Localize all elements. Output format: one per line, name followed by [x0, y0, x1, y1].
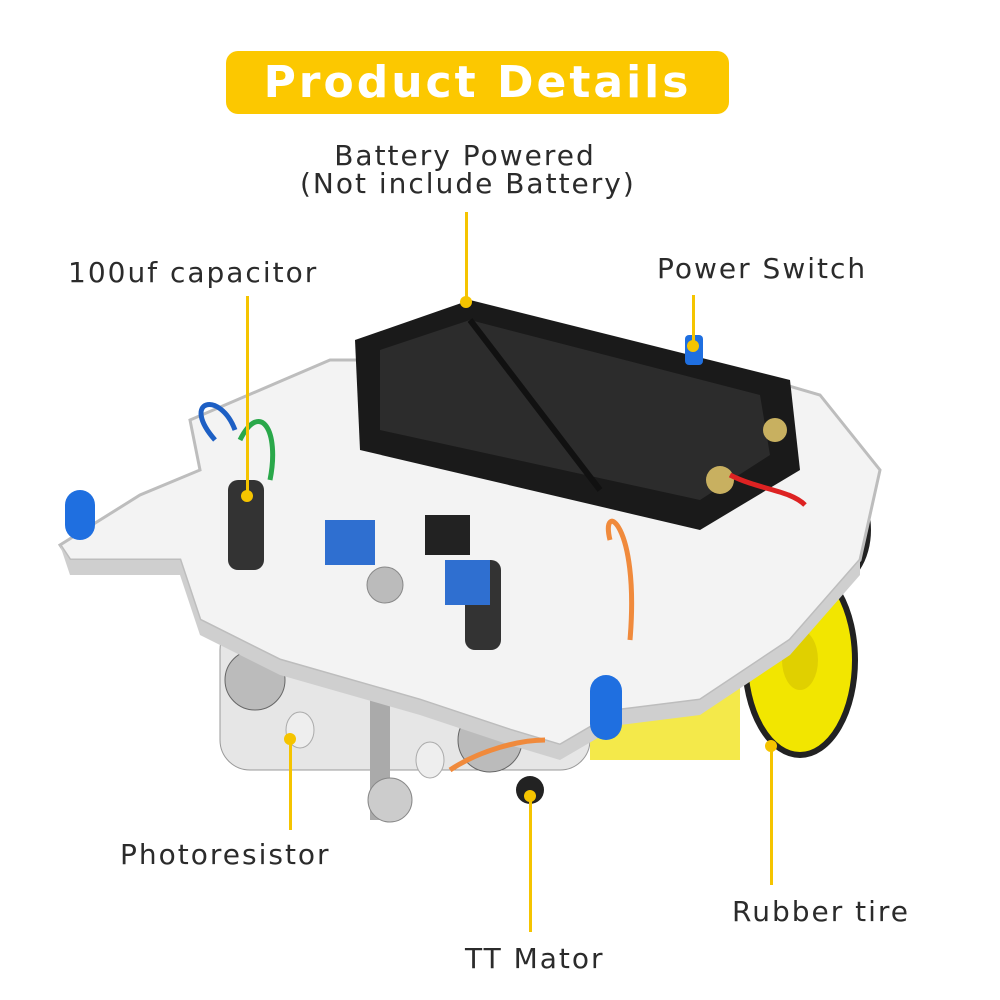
- tt-motor-label: TT Mator: [465, 942, 605, 975]
- rubber-tire-label: Rubber tire: [732, 895, 911, 928]
- ic-chip: [425, 515, 470, 555]
- potentiometers: [325, 520, 490, 605]
- photoresistor-leader-dot: [284, 733, 296, 745]
- jumper-wires: [198, 402, 807, 773]
- power-switch-leader-line: [692, 295, 695, 347]
- screw: [366, 566, 404, 604]
- capacitor-label: 100uf capacitor: [68, 256, 319, 289]
- capacitor-leader-line: [246, 296, 249, 496]
- power-switch-label: Power Switch: [657, 252, 868, 285]
- battery-label-line1: Battery Powered: [334, 139, 596, 172]
- page-title: Product Details: [263, 57, 692, 108]
- tt-motor-leader-line: [529, 795, 532, 932]
- rubber-tire-leader-line: [770, 745, 773, 885]
- battery-leader-dot: [460, 296, 472, 308]
- tt-motor-leader-dot: [524, 790, 536, 802]
- battery-label: Battery Powered (Not include Battery): [300, 139, 636, 200]
- battery-leader-line: [465, 212, 468, 302]
- rubber-tire-leader-dot: [765, 740, 777, 752]
- battery-label-line2: (Not include Battery): [300, 167, 636, 200]
- capacitor-leader-dot: [241, 490, 253, 502]
- power-switch-leader-dot: [687, 340, 699, 352]
- photoresistor-label: Photoresistor: [120, 838, 331, 871]
- photoresistor-leader-line: [289, 738, 292, 830]
- title-banner: Product Details: [226, 51, 729, 114]
